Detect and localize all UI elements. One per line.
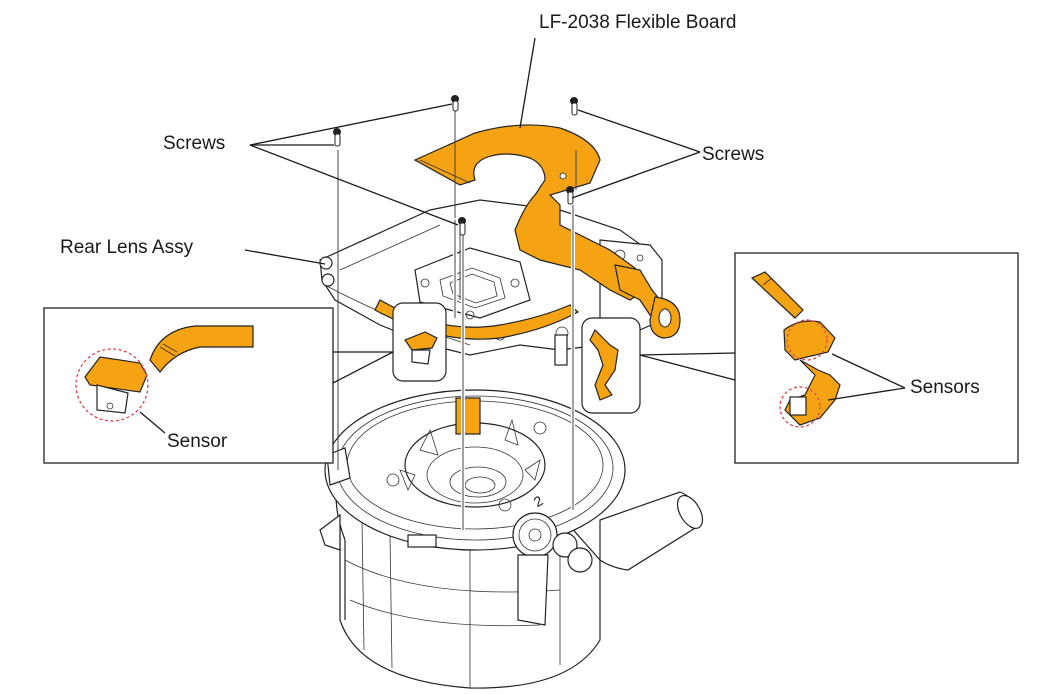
flexible-board-label: LF-2038 Flexible Board bbox=[539, 12, 737, 33]
screw-axis-lines bbox=[337, 110, 577, 530]
sensor-highlight-right bbox=[554, 317, 641, 414]
left-detail-callout bbox=[43, 307, 334, 464]
lower-lens-unit: 2 bbox=[319, 389, 704, 689]
screws-label-left: Screws bbox=[163, 133, 226, 154]
right-detail-callout bbox=[734, 252, 1019, 464]
screw-right-lower bbox=[566, 186, 574, 205]
screw-left bbox=[333, 128, 341, 147]
sensor-label: Sensor bbox=[167, 431, 228, 452]
leader-lines bbox=[244, 37, 736, 384]
sensors-label: Sensors bbox=[910, 377, 980, 398]
screw-top-right bbox=[570, 97, 578, 116]
rear-lens-assy-label: Rear Lens Assy bbox=[60, 237, 194, 258]
screw-center bbox=[458, 217, 466, 236]
sensor-highlight-left bbox=[392, 302, 447, 382]
screw-top-center bbox=[451, 95, 459, 112]
screws-label-right: Screws bbox=[702, 144, 765, 165]
